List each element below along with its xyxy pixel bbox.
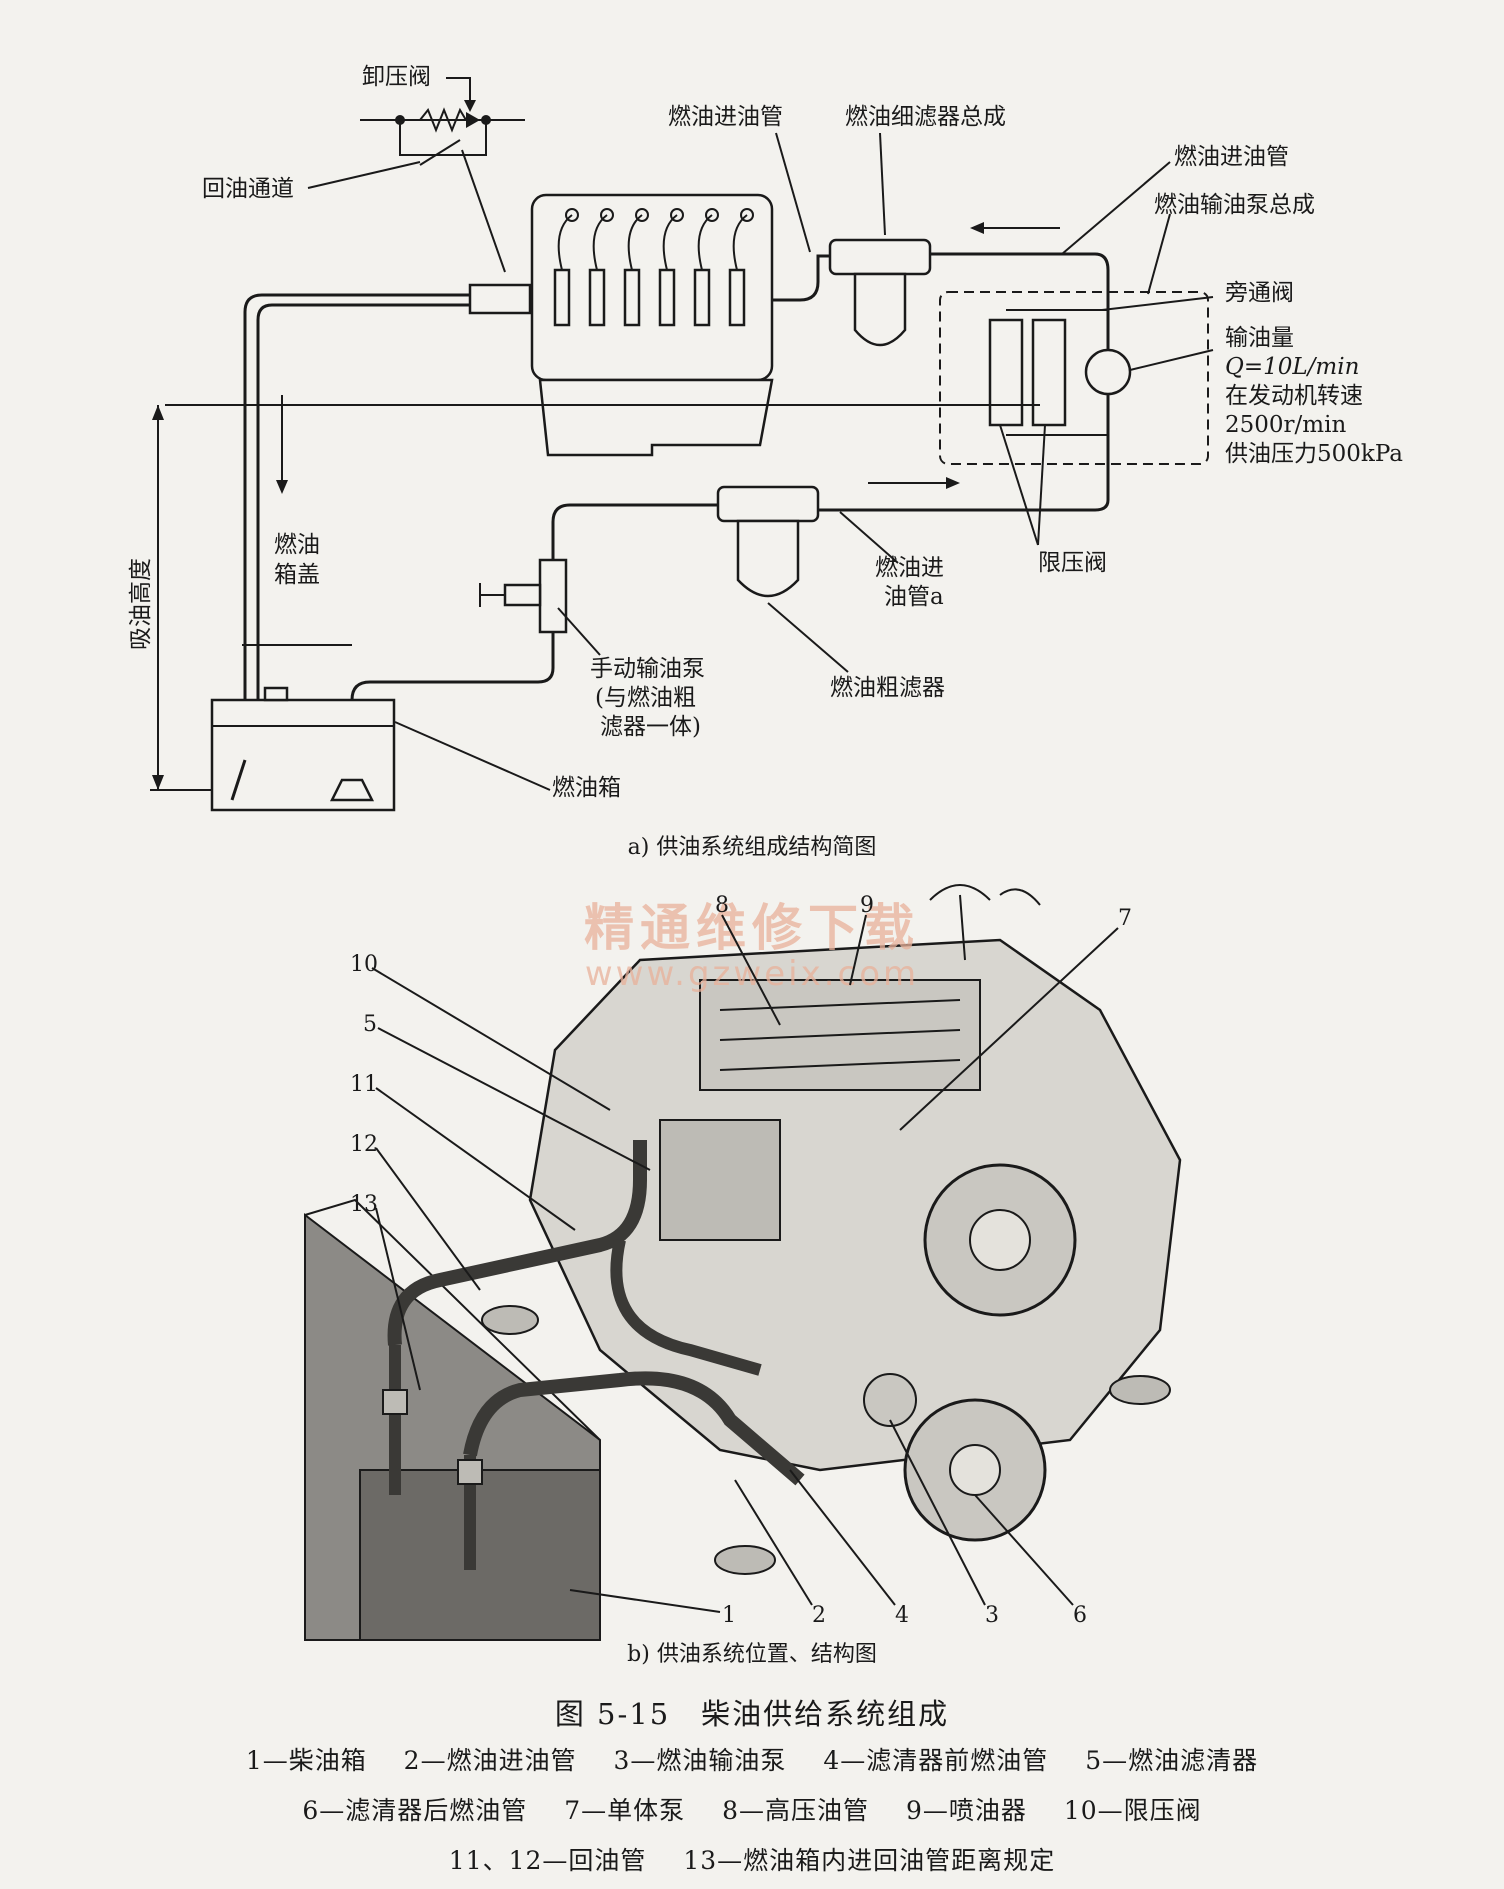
legend-item: 10—限压阀 (1063, 1796, 1202, 1825)
callout-leaders (371, 914, 1119, 1613)
label-hand-pump-3: 滤器一体) (600, 714, 701, 740)
legend-item: 7—单体泵 (564, 1796, 686, 1825)
fuel-tank (210, 686, 396, 812)
label-pressure-limit-valve: 限压阀 (1038, 550, 1107, 576)
engine-block (468, 193, 774, 457)
label-tank-cap-1: 燃油 (274, 532, 320, 558)
label-spec-pressure: 供油压力500kPa (1225, 441, 1403, 467)
label-fuel-tank: 燃油箱 (552, 775, 621, 801)
callout-7: 7 (1118, 906, 1132, 931)
legend-item: 3—燃油输油泵 (613, 1746, 787, 1775)
label-spec-rpm: 2500r/min (1225, 412, 1346, 438)
diagram-b: 精通维修下载 www.gzweix.com 8 9 7 10 5 11 12 1… (304, 884, 1182, 1667)
callout-12: 12 (350, 1132, 378, 1157)
return-line (243, 293, 470, 800)
callout-9: 9 (860, 893, 874, 918)
callout-1: 1 (722, 1603, 736, 1628)
callout-8: 8 (715, 893, 729, 918)
legend-item: 4—滤清器前燃油管 (823, 1746, 1049, 1775)
tank-illustration (304, 1198, 601, 1641)
callout-6: 6 (1073, 1603, 1087, 1628)
label-fuel-inlet-pipe-top: 燃油进油管 (668, 104, 783, 130)
legend-item: 5—燃油滤清器 (1085, 1746, 1259, 1775)
injectors (553, 208, 754, 327)
label-inlet-pipe-a-1: 燃油进 (875, 555, 944, 581)
legend-item: 6—滤清器后燃油管 (302, 1796, 528, 1825)
label-spec-q: Q=10L/min (1225, 354, 1359, 380)
label-fuel-inlet-pipe-right: 燃油进油管 (1174, 144, 1289, 170)
fuel-hoses (382, 1140, 805, 1570)
label-relief-valve: 卸压阀 (362, 64, 431, 90)
relief-valve-symbol (360, 77, 525, 166)
label-spec-speed: 在发动机转速 (1225, 383, 1363, 409)
hand-pump (479, 558, 568, 634)
legend-item: 8—高压油管 (722, 1796, 869, 1825)
engine-illustration (481, 884, 1182, 1575)
flow-arrows (276, 222, 1060, 494)
callout-5: 5 (363, 1012, 377, 1037)
callout-3: 3 (985, 1603, 999, 1628)
fine-filter (828, 238, 932, 347)
legend-item: 13—燃油箱内进回油管距离规定 (683, 1846, 1056, 1875)
label-suction-height: 吸油高度 (128, 558, 154, 650)
leader-lines (307, 132, 1214, 791)
diagram-a: 卸压阀 回油通道 燃油进油管 燃油细滤器总成 燃油进油管 燃油输油泵总成 旁通阀… (128, 64, 1403, 860)
coarse-filter (716, 485, 820, 598)
legend-row-1: 1—柴油箱 2—燃油进油管 3—燃油输油泵 4—滤清器前燃油管 5—燃油滤清器 (0, 1741, 1504, 1777)
feed-pump-assembly-box (939, 291, 1209, 465)
caption-b: b) 供油系统位置、结构图 (627, 1642, 877, 1667)
label-inlet-pipe-a-2: 油管a (884, 584, 944, 610)
label-spec-flow: 输油量 (1225, 325, 1294, 351)
legend-item: 9—喷油器 (905, 1796, 1027, 1825)
caption-a: a) 供油系统组成结构简图 (628, 835, 877, 860)
figure-caption: 图 5-15 柴油供给系统组成 (554, 1697, 950, 1731)
legend-item: 2—燃油进油管 (403, 1746, 577, 1775)
legend-row-3: 11、12—回油管 13—燃油箱内进回油管距离规定 (0, 1841, 1504, 1877)
label-coarse-filter: 燃油粗滤器 (830, 675, 945, 701)
label-hand-pump-2: (与燃油粗 (595, 685, 696, 711)
watermark-url: www.gzweix.com (585, 954, 919, 994)
label-bypass-valve: 旁通阀 (1225, 280, 1294, 306)
label-fine-filter-assembly: 燃油细滤器总成 (845, 104, 1006, 130)
legend-row-2: 6—滤清器后燃油管 7—单体泵 8—高压油管 9—喷油器 10—限压阀 (0, 1791, 1504, 1827)
label-hand-pump-1: 手动输油泵 (590, 656, 705, 682)
callout-2: 2 (812, 1603, 826, 1628)
label-tank-cap-2: 箱盖 (274, 562, 320, 588)
callout-11: 11 (350, 1072, 378, 1097)
legend-item: 11、12—回油管 (448, 1846, 647, 1875)
callout-4: 4 (895, 1603, 909, 1628)
label-return-channel: 回油通道 (202, 176, 294, 202)
legend-item: 1—柴油箱 (245, 1746, 367, 1775)
label-feed-pump-assembly: 燃油输油泵总成 (1154, 192, 1315, 218)
callout-10: 10 (350, 952, 378, 977)
callout-13: 13 (350, 1192, 378, 1217)
